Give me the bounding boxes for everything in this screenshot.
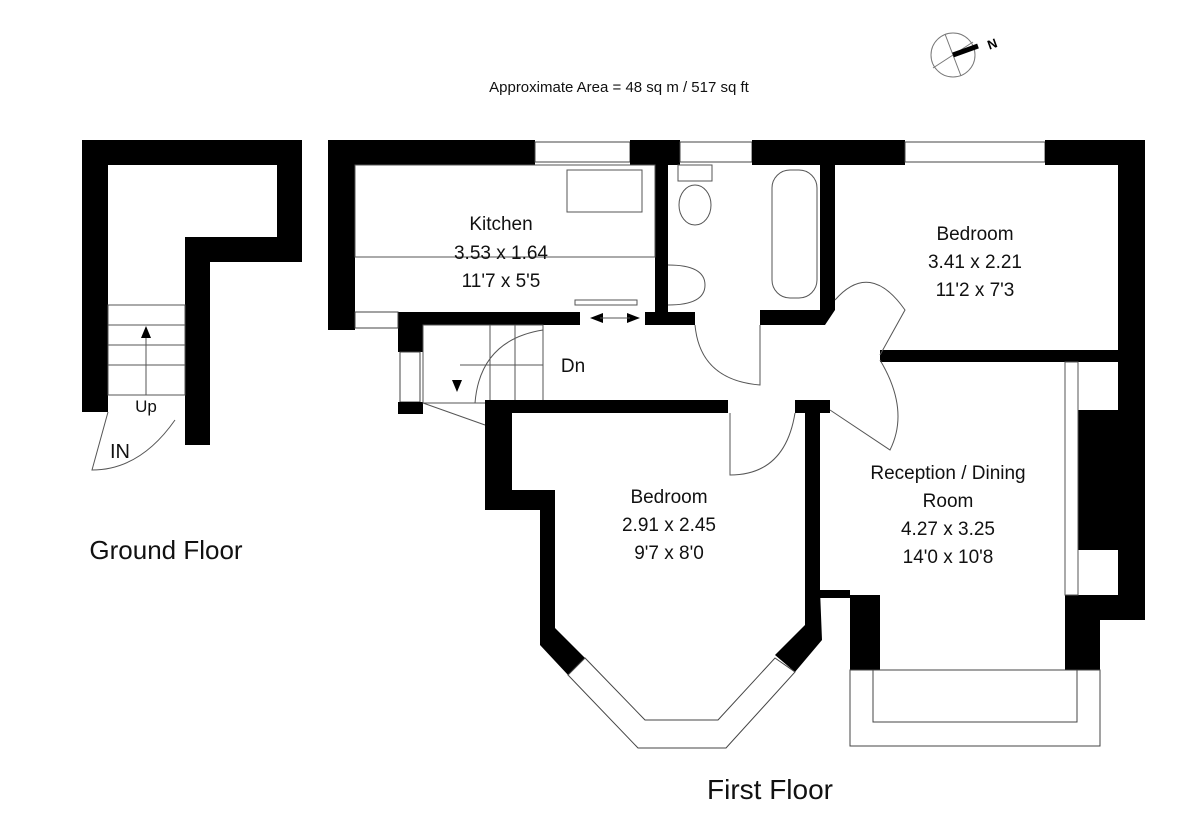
compass-north-label: N	[985, 35, 999, 52]
bedroom-door	[834, 281, 906, 356]
compass-icon: N	[930, 32, 999, 78]
stairs-down	[422, 324, 544, 426]
bedroom2-door	[729, 412, 796, 476]
bathtub-icon	[771, 169, 818, 299]
room-metric: 3.53 x 1.64	[454, 243, 548, 264]
stairs-up-label: Up	[135, 397, 157, 416]
room-reception-dining: Reception / Dining Room 4.27 x 3.25 14'0…	[870, 463, 1025, 568]
first-floor-plan: Dn Kitchen 3.53 x 1.64 11'7 x 5'5 Bedroo…	[328, 140, 1145, 805]
toilet-icon	[678, 184, 712, 226]
ground-floor-title: Ground Floor	[89, 535, 243, 565]
entrance-door	[91, 411, 176, 471]
room-name: Kitchen	[469, 214, 532, 235]
room-bedroom-1: Bedroom 3.41 x 2.21 11'2 x 7'3	[928, 224, 1022, 301]
reception-door	[829, 359, 899, 451]
room-imperial: 9'7 x 8'0	[634, 543, 704, 564]
area-label: Approximate Area = 48 sq m / 517 sq ft	[489, 79, 750, 96]
room-name: Bedroom	[630, 487, 707, 508]
bathroom-door	[694, 324, 761, 386]
stairs-down-label: Dn	[561, 356, 585, 377]
washbasin-icon	[667, 264, 706, 306]
room-metric: 2.91 x 2.45	[622, 515, 716, 536]
room-imperial: 14'0 x 10'8	[903, 547, 994, 568]
double-arrow-icon	[590, 313, 640, 323]
room-bedroom-2: Bedroom 2.91 x 2.45 9'7 x 8'0	[622, 487, 716, 564]
room-kitchen: Kitchen 3.53 x 1.64 11'7 x 5'5	[454, 214, 548, 292]
kitchen-sink-icon	[566, 169, 643, 213]
room-name: Reception / Dining	[870, 463, 1025, 484]
room-name: Bedroom	[936, 224, 1013, 245]
stairs-up	[107, 304, 186, 396]
bay-window	[567, 657, 796, 749]
first-floor-title: First Floor	[707, 774, 833, 805]
room-imperial: 11'2 x 7'3	[936, 280, 1015, 301]
kitchen-worktop	[354, 164, 656, 258]
room-metric: 4.27 x 3.25	[901, 519, 995, 540]
room-metric: 3.41 x 2.21	[928, 252, 1022, 273]
room-imperial: 11'7 x 5'5	[462, 271, 541, 292]
room-name-line2: Room	[923, 491, 974, 512]
ground-floor-plan: Up IN Ground Floor	[82, 140, 302, 565]
entrance-label: IN	[110, 441, 130, 463]
